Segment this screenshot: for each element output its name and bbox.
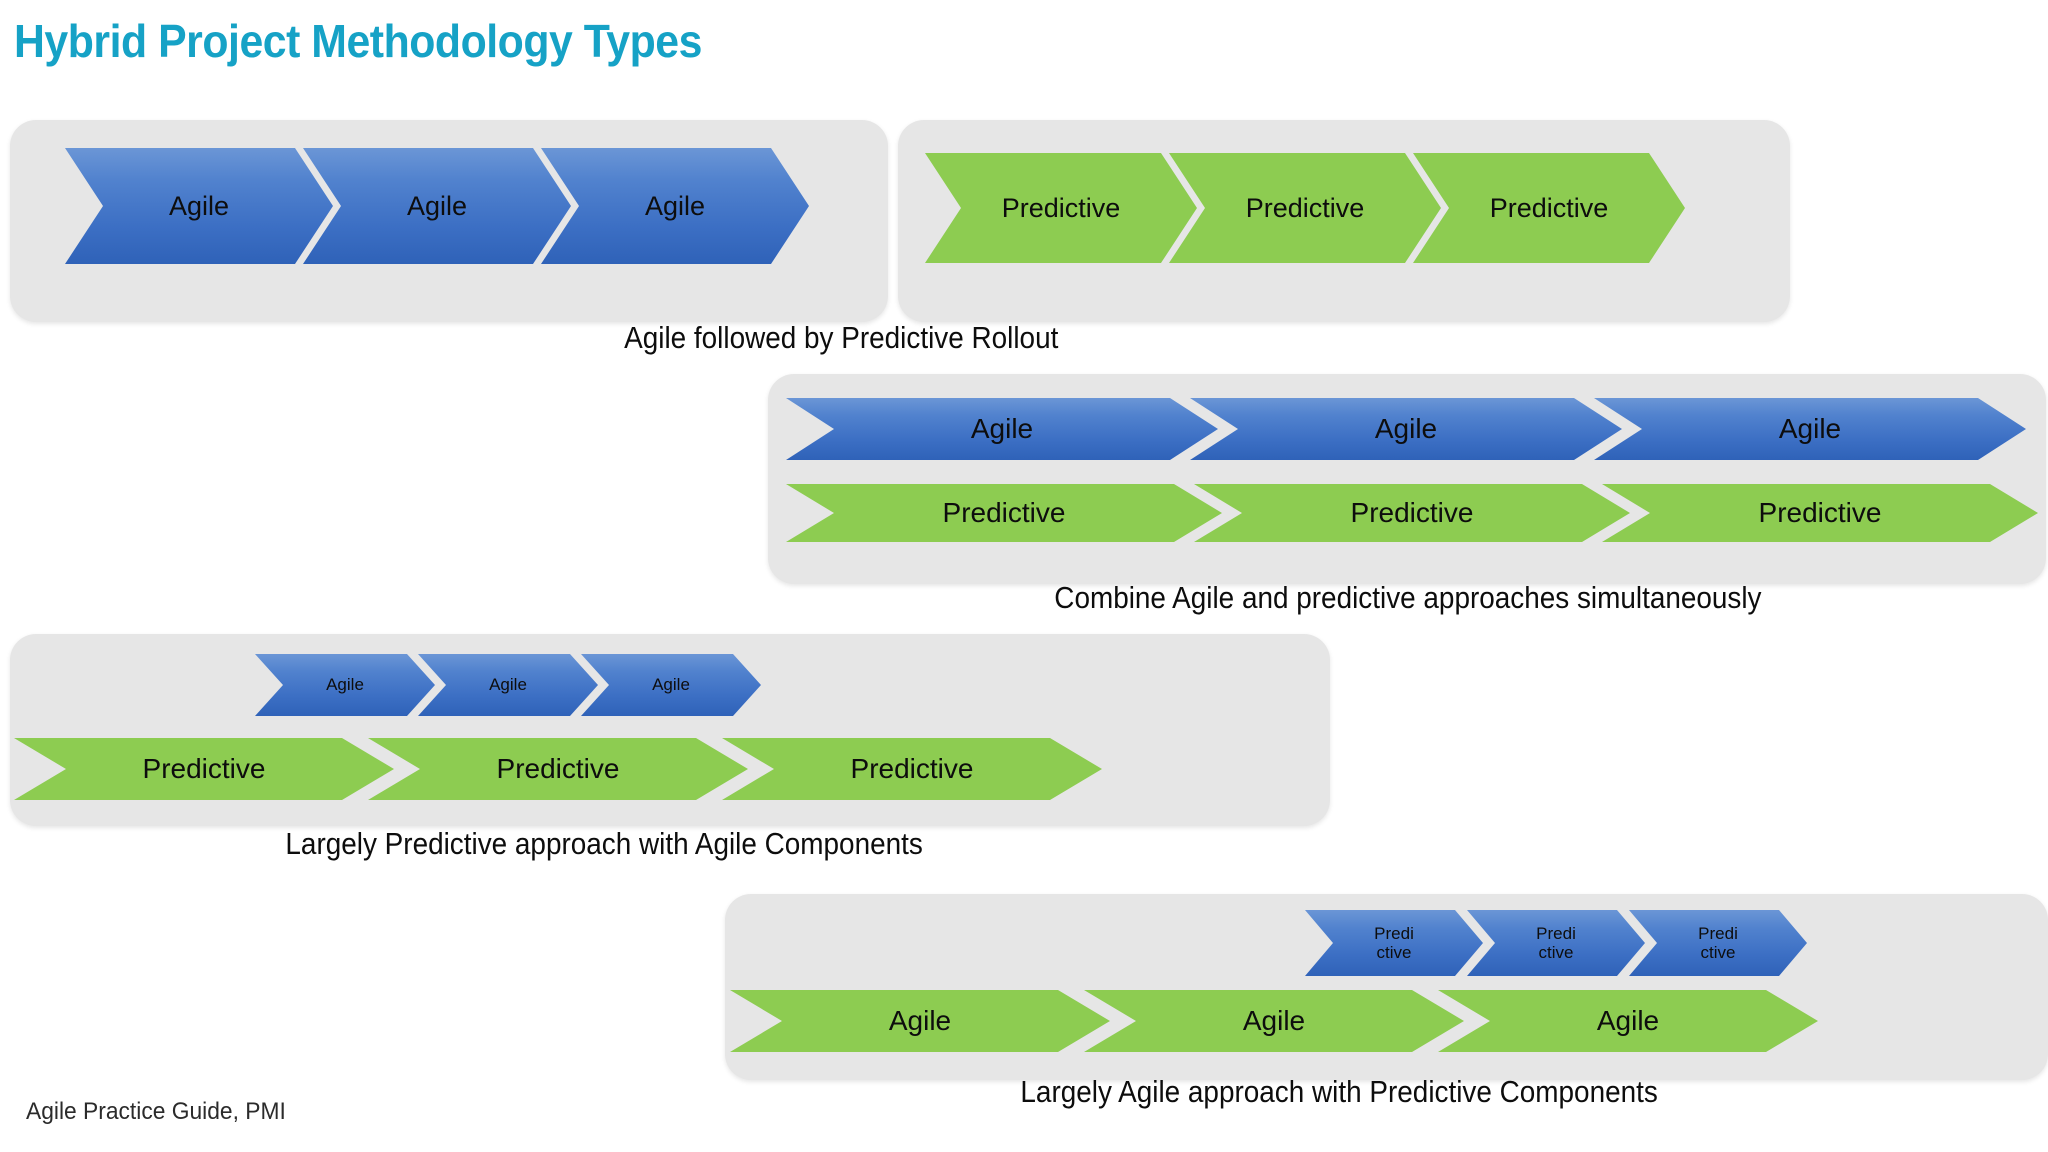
chevron-label: Predictive — [142, 753, 266, 785]
chevron-predictive[interactable]: Predictive — [925, 153, 1197, 263]
chevron-label: Agile — [652, 675, 690, 695]
chevron-row-predictive: Predictive Predictive Predictive — [14, 738, 1076, 800]
chevron-label: Predictive — [850, 753, 974, 785]
chevron-label: Agile — [1374, 413, 1438, 445]
chevron-agile[interactable]: Agile — [418, 654, 598, 716]
chevron-label: Predictive — [942, 497, 1066, 529]
chevron-agile[interactable]: Agile — [786, 398, 1218, 460]
group-caption-agile-then-predictive: Agile followed by Predictive Rollout — [624, 320, 1059, 355]
chevron-label: Agile — [1778, 413, 1842, 445]
chevron-row-predictive: Predictive Predictive Predictive — [925, 153, 1657, 263]
source-footnote: Agile Practice Guide, PMI — [26, 1098, 286, 1125]
chevron-label: Predictive — [496, 753, 620, 785]
chevron-label: Agile — [888, 1005, 952, 1037]
chevron-agile[interactable]: Agile — [1190, 398, 1622, 460]
chevron-agile[interactable]: Agile — [1438, 990, 1818, 1052]
chevron-predictive[interactable]: Predictive — [14, 738, 394, 800]
chevron-predictive[interactable]: Predictive — [1413, 153, 1685, 263]
chevron-predictive[interactable]: Predictive — [722, 738, 1102, 800]
chevron-label: Agile — [1242, 1005, 1306, 1037]
chevron-row-agile: Agile Agile Agile — [730, 990, 1792, 1052]
chevron-label: Agile — [489, 675, 527, 695]
chevron-agile[interactable]: Agile — [303, 148, 571, 264]
chevron-label: Agile — [168, 190, 230, 221]
chevron-agile[interactable]: Agile — [730, 990, 1110, 1052]
chevron-agile[interactable]: Agile — [1084, 990, 1464, 1052]
page-title: Hybrid Project Methodology Types — [14, 15, 702, 67]
chevron-predictive[interactable]: Predictive — [1169, 153, 1441, 263]
chevron-label: Agile — [1596, 1005, 1660, 1037]
chevron-row-agile-small: Agile Agile Agile — [255, 654, 744, 716]
chevron-label: Agile — [326, 675, 364, 695]
chevron-agile[interactable]: Agile — [581, 654, 761, 716]
chevron-label: Agile — [406, 190, 468, 221]
chevron-label: Agile — [970, 413, 1034, 445]
chevron-label: Predictive — [1489, 192, 1609, 223]
group-caption-combined-simultaneous: Combine Agile and predictive approaches … — [1054, 580, 1762, 615]
chevron-row-agile: Agile Agile Agile — [786, 398, 1998, 460]
chevron-predictive[interactable]: Predictive — [1194, 484, 1630, 542]
chevron-agile[interactable]: Agile — [1594, 398, 2026, 460]
chevron-row-predictive: Predictive Predictive Predictive — [786, 484, 2010, 542]
chevron-agile[interactable]: Agile — [65, 148, 333, 264]
chevron-predictive[interactable]: Predictive — [786, 484, 1222, 542]
chevron-row-agile: Agile Agile Agile — [65, 148, 779, 264]
group-caption-largely-predictive: Largely Predictive approach with Agile C… — [285, 826, 923, 861]
chevron-predictive[interactable]: Predictive — [368, 738, 748, 800]
chevron-label: Predictive — [1245, 192, 1365, 223]
chevron-agile[interactable]: Agile — [255, 654, 435, 716]
chevron-label: Predictive — [1350, 497, 1474, 529]
chevron-label: Predictive — [1758, 497, 1882, 529]
chevron-label: Agile — [644, 190, 706, 221]
chevron-agile[interactable]: Agile — [541, 148, 809, 264]
chevron-label: Predictive — [1001, 192, 1121, 223]
group-caption-largely-agile: Largely Agile approach with Predictive C… — [1020, 1074, 1658, 1109]
chevron-predictive[interactable]: Predictive — [1602, 484, 2038, 542]
